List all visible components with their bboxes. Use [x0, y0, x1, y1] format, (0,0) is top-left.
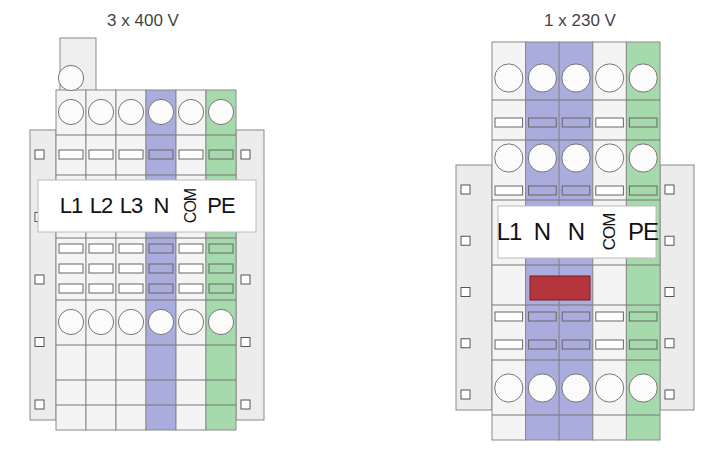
plate-slot	[241, 275, 250, 284]
plate-slot	[241, 150, 250, 159]
terminal-column	[176, 90, 206, 430]
plate-slot	[35, 338, 44, 347]
plate-slot	[461, 236, 470, 245]
plate-slot	[461, 288, 470, 297]
terminal-column	[116, 90, 146, 430]
plate-slot	[665, 236, 674, 245]
terminal-column	[206, 90, 236, 430]
terminal-column	[626, 42, 660, 440]
terminal-name: PE	[628, 220, 658, 244]
terminal-column	[146, 90, 176, 430]
terminal-name: COM	[183, 189, 199, 223]
terminal-name: L2	[90, 195, 112, 217]
plate-slot	[461, 390, 470, 399]
plate-slot	[35, 150, 44, 159]
terminal-name: N	[534, 220, 550, 244]
plate-slot	[461, 339, 470, 348]
plate-slot	[241, 400, 250, 409]
end-plate	[456, 165, 492, 410]
voltage-heading: 3 x 400 V	[107, 12, 179, 29]
voltage-heading: 1 x 230 V	[544, 12, 616, 29]
plate-slot	[35, 275, 44, 284]
end-plate	[660, 165, 694, 410]
terminal-name: PE	[207, 195, 234, 217]
terminal-column	[492, 42, 526, 440]
plate-slot	[241, 338, 250, 347]
terminal-column	[56, 65, 86, 430]
terminal-block-1-phase	[456, 42, 694, 440]
terminal-name: L1	[60, 195, 82, 217]
terminal-name: COM	[601, 214, 618, 251]
plate-slot	[665, 339, 674, 348]
terminal-name: L1	[497, 220, 522, 244]
plate-slot	[665, 288, 674, 297]
marker-strip	[38, 180, 256, 232]
terminal-column	[86, 90, 116, 430]
terminal-name: N	[568, 220, 584, 244]
terminal-name: L3	[120, 195, 142, 217]
end-plate	[236, 130, 264, 420]
plate-slot	[665, 390, 674, 399]
terminal-block-3-phase	[30, 38, 264, 430]
plate-slot	[461, 185, 470, 194]
plate-slot	[665, 185, 674, 194]
plate-slot	[35, 400, 44, 409]
terminal-name: N	[154, 195, 169, 217]
end-plate	[30, 130, 56, 420]
jumper-bridge	[530, 276, 590, 300]
